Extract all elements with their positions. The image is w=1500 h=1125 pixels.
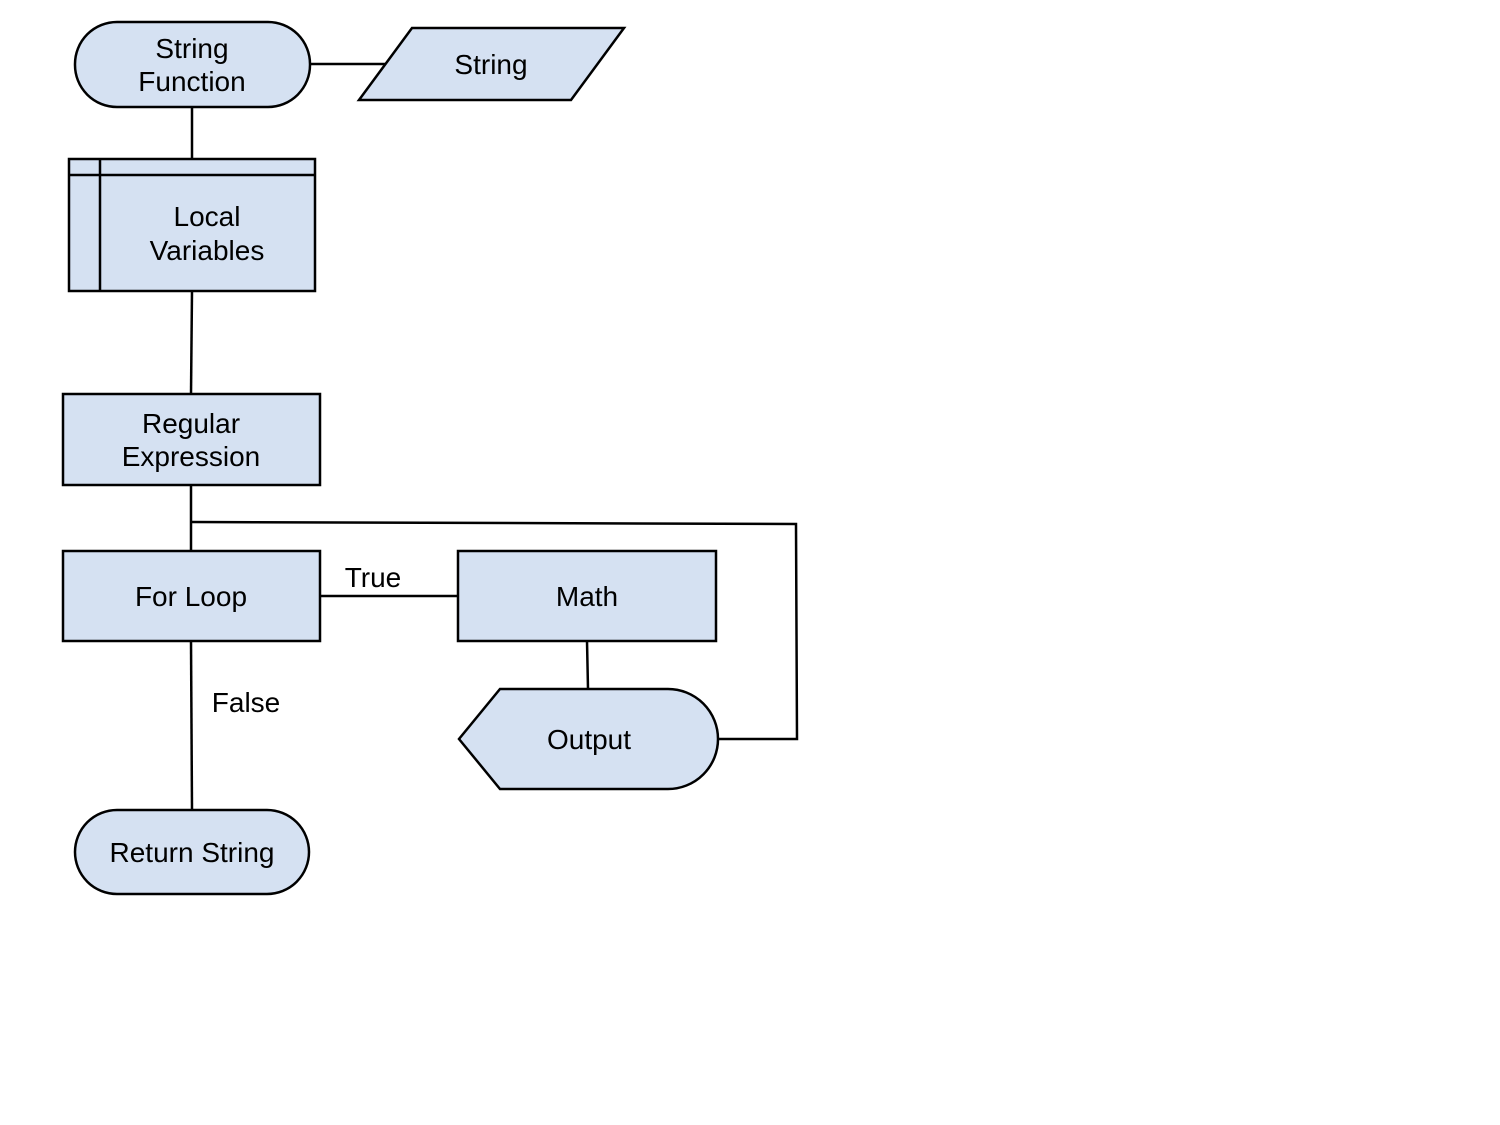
terminator-shape — [73, 808, 311, 896]
process-shape — [61, 549, 322, 643]
local-variables-label-line1: Local — [174, 201, 241, 232]
local-variables-label-line2: Variables — [150, 235, 265, 266]
node-string-function[interactable]: String Function — [73, 20, 312, 109]
display-shape — [457, 687, 720, 791]
node-string-input[interactable]: String — [356, 26, 627, 102]
internal-storage-shape — [67, 157, 317, 293]
string-input-label: String — [454, 49, 527, 80]
node-local-variables[interactable]: Local Variables — [67, 157, 317, 293]
node-for-loop[interactable]: For Loop — [61, 549, 322, 643]
string-function-label-line2: Function — [138, 66, 245, 97]
edge-label-false: False — [212, 687, 280, 718]
edge-local-variables-to-regex — [189, 290, 194, 395]
node-regular-expression[interactable]: Regular Expression — [61, 392, 322, 487]
regular-expression-label-line1: Regular — [142, 408, 240, 439]
data-parallelogram-shape — [356, 26, 627, 102]
node-return-string[interactable]: Return String — [73, 808, 311, 896]
regular-expression-label-line2: Expression — [122, 441, 261, 472]
return-string-label: Return String — [110, 837, 275, 868]
node-output[interactable]: Output — [457, 687, 720, 791]
for-loop-label: For Loop — [135, 581, 247, 612]
edge-for-loop-to-return — [189, 640, 194, 811]
process-shape — [456, 549, 718, 643]
output-label: Output — [547, 724, 631, 755]
string-function-label-line1: String — [155, 33, 228, 64]
process-shape — [61, 392, 322, 487]
terminator-shape — [73, 20, 312, 109]
math-label: Math — [556, 581, 618, 612]
edge-output-loop-back — [190, 520, 799, 741]
edge-label-true: True — [345, 562, 402, 593]
edge-math-to-output — [585, 640, 590, 690]
node-math[interactable]: Math — [456, 549, 718, 643]
connectors — [189, 62, 799, 811]
